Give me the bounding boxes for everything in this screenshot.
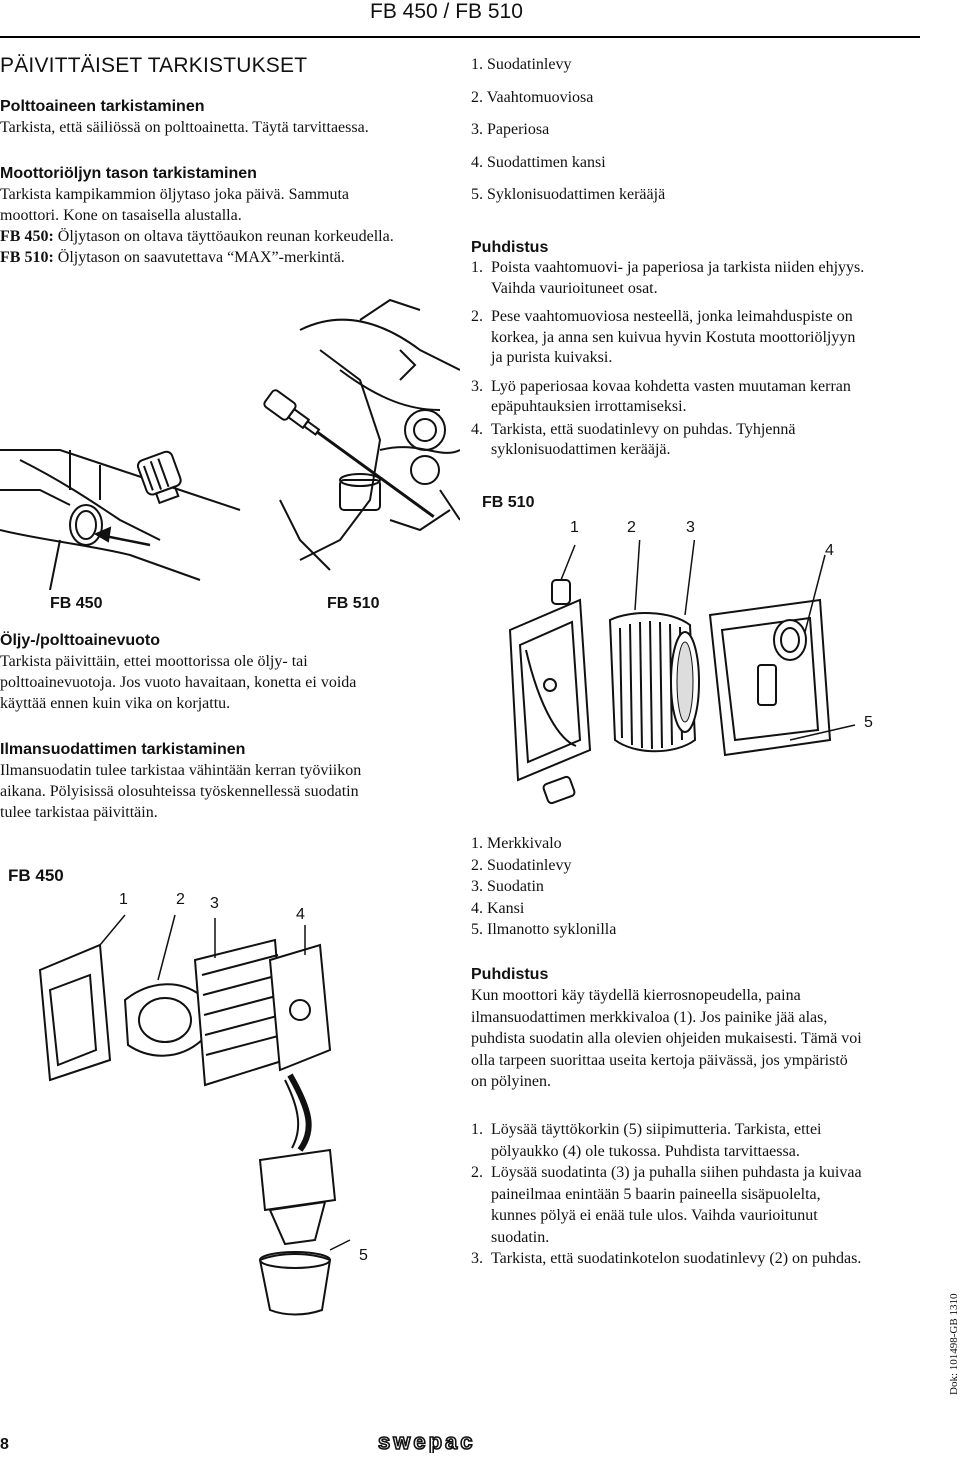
cleaning-step-1: 1. Poista vaahtomuovi- ja paperiosa ja t…: [471, 259, 865, 297]
oil-check-illustration: [0, 298, 460, 590]
fb450-callout-3: 3: [210, 895, 219, 912]
air-line-2: aikana. Pölyisissä olosuhteissa työskenn…: [0, 783, 359, 800]
fb450-callout-5: 5: [359, 1247, 368, 1264]
oil-fb450-model: FB 450:: [0, 228, 54, 245]
fb510-callout-5: 5: [864, 714, 873, 731]
page-number: 8: [0, 1436, 9, 1453]
fb450-callout-2: 2: [176, 891, 185, 908]
cleaning2-line-4: olla tarpeen suorittaa useita kertoja pä…: [471, 1051, 848, 1069]
fb510-part-1: 1. Merkkivalo: [471, 835, 562, 852]
cleaning-section: Puhdistus 1. Poista vaahtomuovi- ja pape…: [471, 238, 941, 461]
brand-logo-text: swepac: [378, 1431, 476, 1453]
fb450-callout-1: 1: [119, 891, 128, 908]
fb510-label: FB 510: [482, 494, 535, 511]
fb450-part-4: 4. Suodattimen kansi: [471, 153, 606, 171]
leak-line-1: Tarkista päivittäin, ettei moottorissa o…: [0, 653, 308, 670]
cleaning2-line-2: ilmansuodattimen merkkivaloa (1). Jos pa…: [471, 1008, 828, 1026]
oil-fb450-line: FB 450: Öljytason on oltava täyttöaukon …: [0, 226, 470, 247]
fb510-part-2: 2. Suodatinlevy: [471, 856, 572, 874]
fb510-parts-list: 1. Merkkivalo 2. Suodatinlevy 3. Suodati…: [471, 833, 616, 941]
leak-line-3: käyttää ennen kuin vika on korjattu.: [0, 695, 231, 712]
fb450-part-5: 5. Syklonisuodattimen kerääjä: [471, 186, 666, 203]
oil-fig-label-fb510: FB 510: [327, 595, 380, 612]
leak-heading: Öljy-/polttoainevuoto: [0, 632, 160, 649]
oil-line-1: Tarkista kampikammion öljytaso joka päiv…: [0, 186, 350, 203]
oil-line-2: moottori. Kone on tasaisella alustalla.: [0, 207, 242, 224]
air-heading: Ilmansuodattimen tarkistaminen: [0, 741, 246, 758]
leak-line-2: polttoainevuotoja. Jos vuoto havaitaan, …: [0, 674, 357, 691]
oil-fb510-line: FB 510: Öljytason on saavutettava “MAX”-…: [0, 247, 470, 268]
oil-fig-label-fb450: FB 450: [50, 595, 103, 612]
fb450-part-3: 3. Paperiosa: [471, 121, 550, 138]
header-title: FB 450 / FB 510: [370, 0, 523, 23]
cleaning-step-4: 4. Tarkista, että suodatinlevy on puhdas…: [471, 420, 796, 459]
fb510-callout-4: 4: [825, 542, 834, 559]
page-title: PÄIVITTÄISET TARKISTUKSET: [0, 54, 308, 77]
cleaning2-line-5: on pölyinen.: [471, 1073, 551, 1090]
fb450-filter-label: FB 450: [8, 866, 64, 885]
cleaning2-step-3: 3. Tarkista, että suodatinkotelon suodat…: [471, 1250, 862, 1267]
fb510-callout-3: 3: [686, 519, 695, 536]
fb510-part-3: 3. Suodatin: [471, 878, 544, 895]
cleaning2-steps: 1. Löysää täyttökorkin (5) siipimutteria…: [471, 1119, 941, 1270]
fb510-filter-illustration: [508, 540, 856, 805]
air-line-3: tulee tarkistaa päivittäin.: [0, 804, 158, 821]
oil-fb450-text: Öljytason on oltava täyttöaukon reunan k…: [53, 228, 394, 245]
cleaning2-heading: Puhdistus: [471, 966, 549, 983]
air-section: Ilmansuodattimen tarkistaminen Ilmansuod…: [0, 740, 470, 823]
fb450-parts-list: 1. Suodatinlevy 2. Vaahtomuoviosa 3. Pap…: [471, 54, 665, 206]
brand-logo: swepac: [378, 1431, 476, 1453]
cleaning2-line-3: puhdista suodatin alla olevien ohjeiden …: [471, 1030, 862, 1047]
cleaning2-step-2: 2. Löysää suodatinta (3) ja puhalla siih…: [471, 1164, 862, 1246]
oil-heading: Moottoriöljyn tason tarkistaminen: [0, 165, 257, 182]
doc-code: Dok: 101498-GB 1310: [948, 1293, 960, 1395]
fb510-part-5: 5. Ilmanotto syklonilla: [471, 921, 617, 938]
fuel-text: Tarkista, että säiliössä on polttoainett…: [0, 119, 369, 136]
fb510-callout-2: 2: [627, 519, 636, 536]
fb510-part-4: 4. Kansi: [471, 899, 525, 917]
fb450-filter-illustration: [38, 914, 351, 1316]
oil-fb510-model: FB 510:: [0, 249, 54, 266]
fb510-callout-1: 1: [570, 519, 579, 536]
cleaning-heading: Puhdistus: [471, 239, 549, 256]
oil-section: Moottoriöljyn tason tarkistaminen Tarkis…: [0, 164, 470, 268]
oil-fb510-text: Öljytason on saavutettava “MAX”-merkintä…: [53, 249, 345, 266]
cleaning2-step-1: 1. Löysää täyttökorkin (5) siipimutteria…: [471, 1121, 822, 1160]
fb450-callout-4: 4: [296, 906, 305, 923]
cleaning2-section: Puhdistus Kun moottori käy täydellä kier…: [471, 965, 941, 1093]
fuel-heading: Polttoaineen tarkistaminen: [0, 98, 205, 115]
fuel-section: Polttoaineen tarkistaminen Tarkista, ett…: [0, 97, 460, 138]
fb450-part-2: 2. Vaahtomuoviosa: [471, 88, 594, 106]
cleaning-step-2: 2. Pese vaahtomuoviosa nesteellä, jonka …: [471, 308, 856, 366]
leak-section: Öljy-/polttoainevuoto Tarkista päivittäi…: [0, 631, 470, 714]
air-line-1: Ilmansuodatin tulee tarkistaa vähintään …: [0, 762, 362, 779]
header-rule: [0, 36, 920, 38]
cleaning-step-3: 3. Lyö paperiosaa kovaa kohdetta vasten …: [471, 377, 851, 416]
fb450-part-1: 1. Suodatinlevy: [471, 56, 572, 73]
cleaning2-line-1: Kun moottori käy täydellä kierrosnopeude…: [471, 987, 801, 1004]
